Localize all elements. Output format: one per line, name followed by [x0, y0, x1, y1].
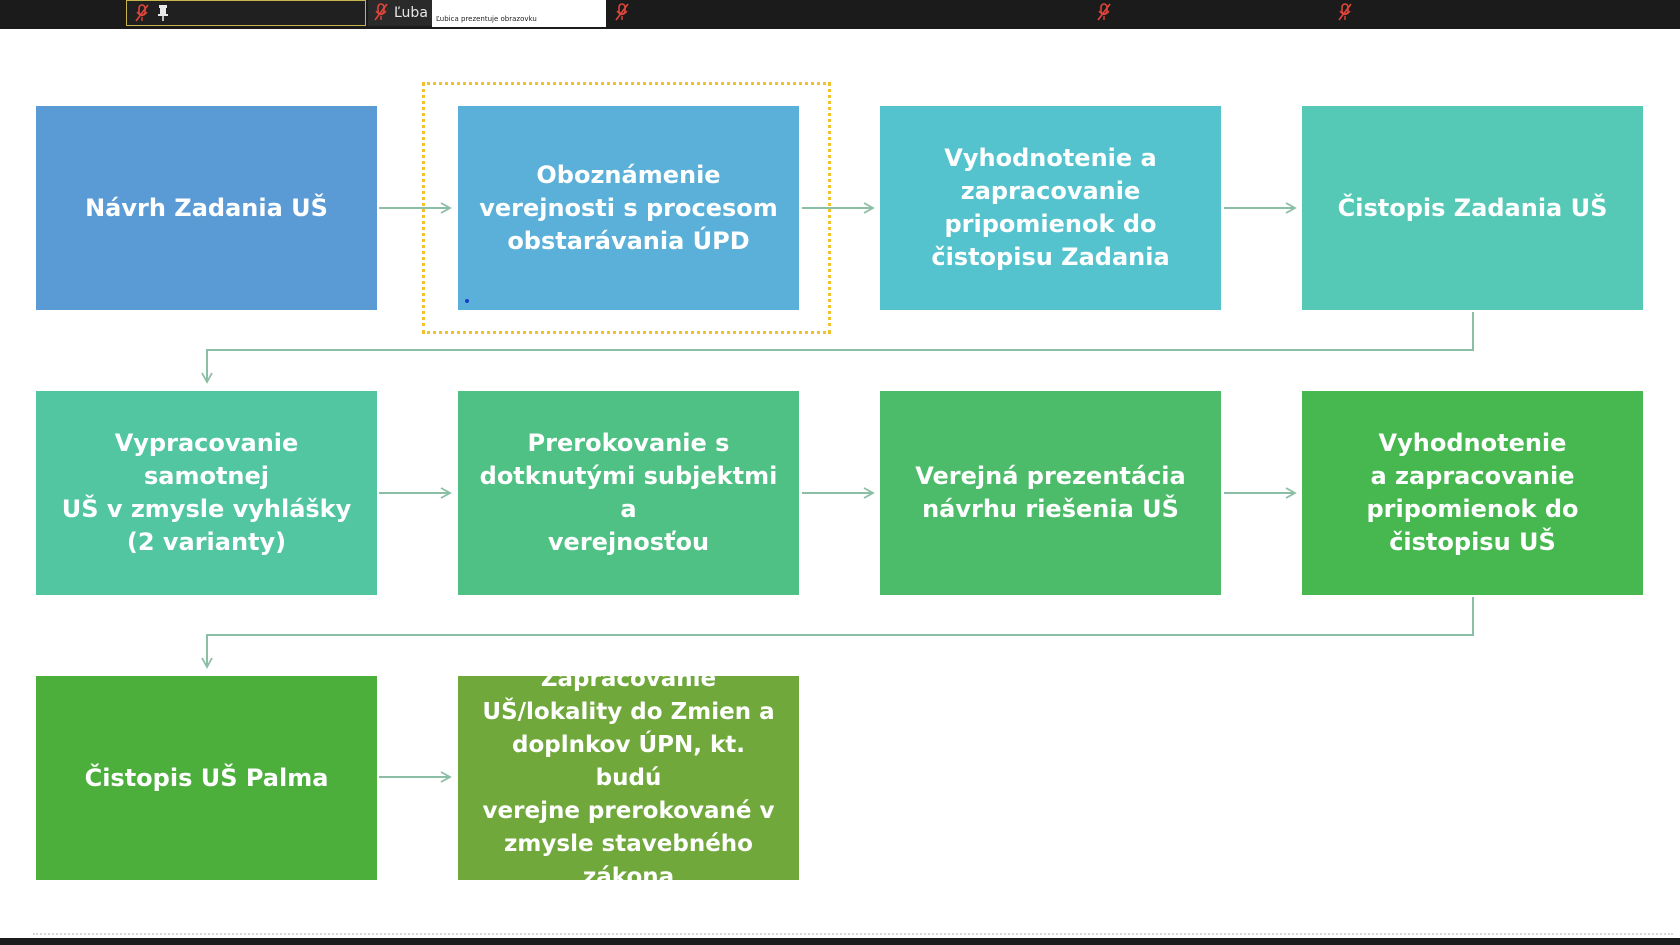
flow-step-2: Oboznámenie verejnosti s procesom obstar… [458, 106, 799, 310]
participant-name: Ľuba [394, 5, 428, 21]
flow-step-label: Zapracovanie UŠ/lokality do Zmien a dopl… [482, 665, 775, 890]
mic-muted-icon [135, 4, 149, 22]
slide-bottom-divider [33, 933, 1673, 935]
participant-tile-luba[interactable]: Ľuba Ľubica prezentuje obrazovku [368, 0, 606, 27]
meeting-participant-strip: Ľuba Ľubica prezentuje obrazovku [0, 0, 1680, 29]
flow-step-6: Prerokovanie s dotknutými subjektmi a ve… [458, 391, 799, 595]
arrow-8-9 [201, 597, 1474, 669]
participant-tile-self[interactable] [126, 0, 366, 26]
flow-step-9: Čistopis UŠ Palma [36, 676, 377, 880]
flow-step-4: Čistopis Zadania UŠ [1302, 106, 1643, 310]
flow-step-label: Prerokovanie s dotknutými subjektmi a ve… [479, 429, 778, 556]
flow-step-label: Návrh Zadania UŠ [85, 193, 328, 222]
mic-muted-icon [1338, 3, 1352, 21]
flow-step-label: Verejná prezentácia návrhu riešenia UŠ [915, 462, 1186, 523]
flow-step-label: Vyhodnotenie a zapracovanie pripomienok … [931, 144, 1170, 271]
selection-highlight [422, 82, 831, 334]
flow-step-label: Čistopis Zadania UŠ [1337, 193, 1608, 222]
flow-step-7: Verejná prezentácia návrhu riešenia UŠ [880, 391, 1221, 595]
flow-step-8: Vyhodnotenie a zapracovanie pripomienok … [1302, 391, 1643, 595]
mouse-cursor-dot [465, 299, 469, 303]
bottom-bar [0, 938, 1680, 945]
flow-step-label: Čistopis UŠ Palma [84, 763, 329, 792]
pin-icon[interactable] [157, 4, 169, 22]
arrow-4-5 [201, 312, 1474, 384]
flow-step-1: Návrh Zadania UŠ [36, 106, 377, 310]
flow-step-5: Vypracovanie samotnej UŠ v zmysle vyhláš… [36, 391, 377, 595]
flow-step-label: Vypracovanie samotnej UŠ v zmysle vyhláš… [61, 429, 352, 556]
shared-screen-thumbnail: Ľubica prezentuje obrazovku [432, 0, 606, 27]
flow-step-label: Oboznámenie verejnosti s procesom obstar… [479, 160, 778, 255]
flow-step-label: Vyhodnotenie a zapracovanie pripomienok … [1366, 429, 1579, 556]
flow-step-10: Zapracovanie UŠ/lokality do Zmien a dopl… [458, 666, 799, 890]
mic-muted-icon [615, 3, 629, 21]
flow-step-3: Vyhodnotenie a zapracovanie pripomienok … [880, 106, 1221, 310]
mic-muted-icon [374, 3, 388, 21]
mic-muted-icon [1097, 3, 1111, 21]
thumbnail-text: Ľubica prezentuje obrazovku [436, 15, 537, 23]
